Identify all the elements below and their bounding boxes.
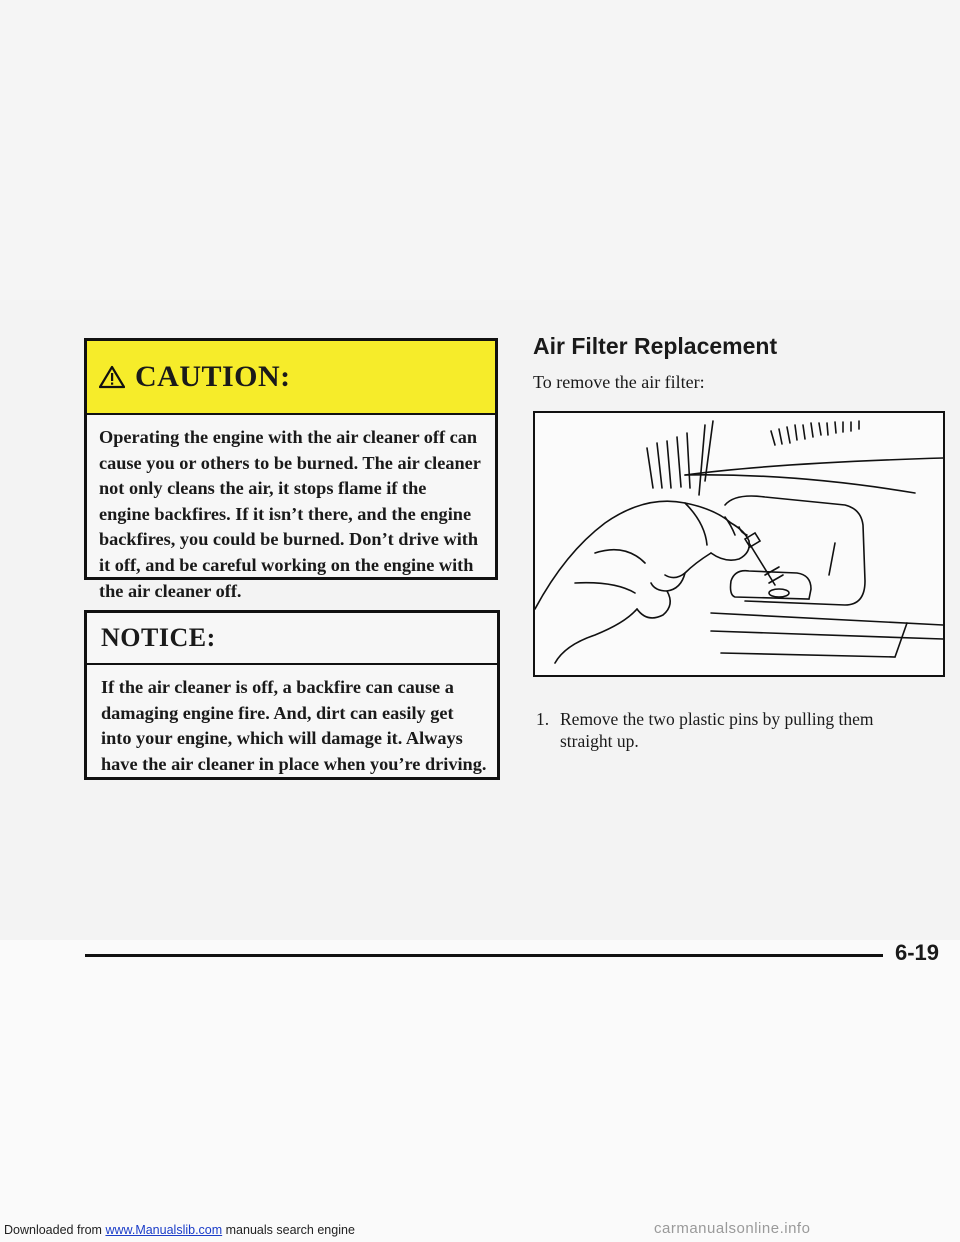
caution-header: CAUTION: [87, 341, 495, 415]
step-text: Remove the two plastic pins by pulling t… [560, 709, 874, 751]
footer-rule [85, 954, 883, 957]
page-number: 6-19 [895, 940, 940, 965]
page-top-margin [0, 0, 960, 300]
caution-box: CAUTION: Operating the engine with the a… [84, 338, 498, 601]
watermark: carmanualsonline.info [654, 1220, 811, 1237]
footer-suffix: manuals search engine [222, 1223, 355, 1237]
page-bottom-margin [0, 940, 960, 1242]
step-item: 1. Remove the two plastic pins by pullin… [536, 708, 916, 752]
notice-title: NOTICE: [101, 623, 216, 652]
caution-text: Operating the engine with the air cleane… [99, 427, 481, 601]
notice-box: NOTICE: If the air cleaner is off, a bac… [84, 610, 500, 780]
section-intro: To remove the air filter: [533, 372, 705, 392]
hand-removing-pin-illustration [535, 420, 943, 664]
manualslib-link[interactable]: www.Manualslib.com [105, 1223, 223, 1237]
caution-title: CAUTION: [135, 360, 291, 393]
notice-header: NOTICE: [87, 613, 497, 665]
air-filter-illustration [533, 411, 945, 677]
step-number: 1. [536, 709, 550, 729]
section-title: Air Filter Replacement [533, 333, 778, 359]
download-footer: Downloaded from www.Manualslib.com manua… [4, 1223, 355, 1237]
footer-prefix: Downloaded from [4, 1223, 106, 1237]
notice-text: If the air cleaner is off, a backfire ca… [101, 677, 487, 774]
warning-triangle-icon [99, 365, 125, 389]
